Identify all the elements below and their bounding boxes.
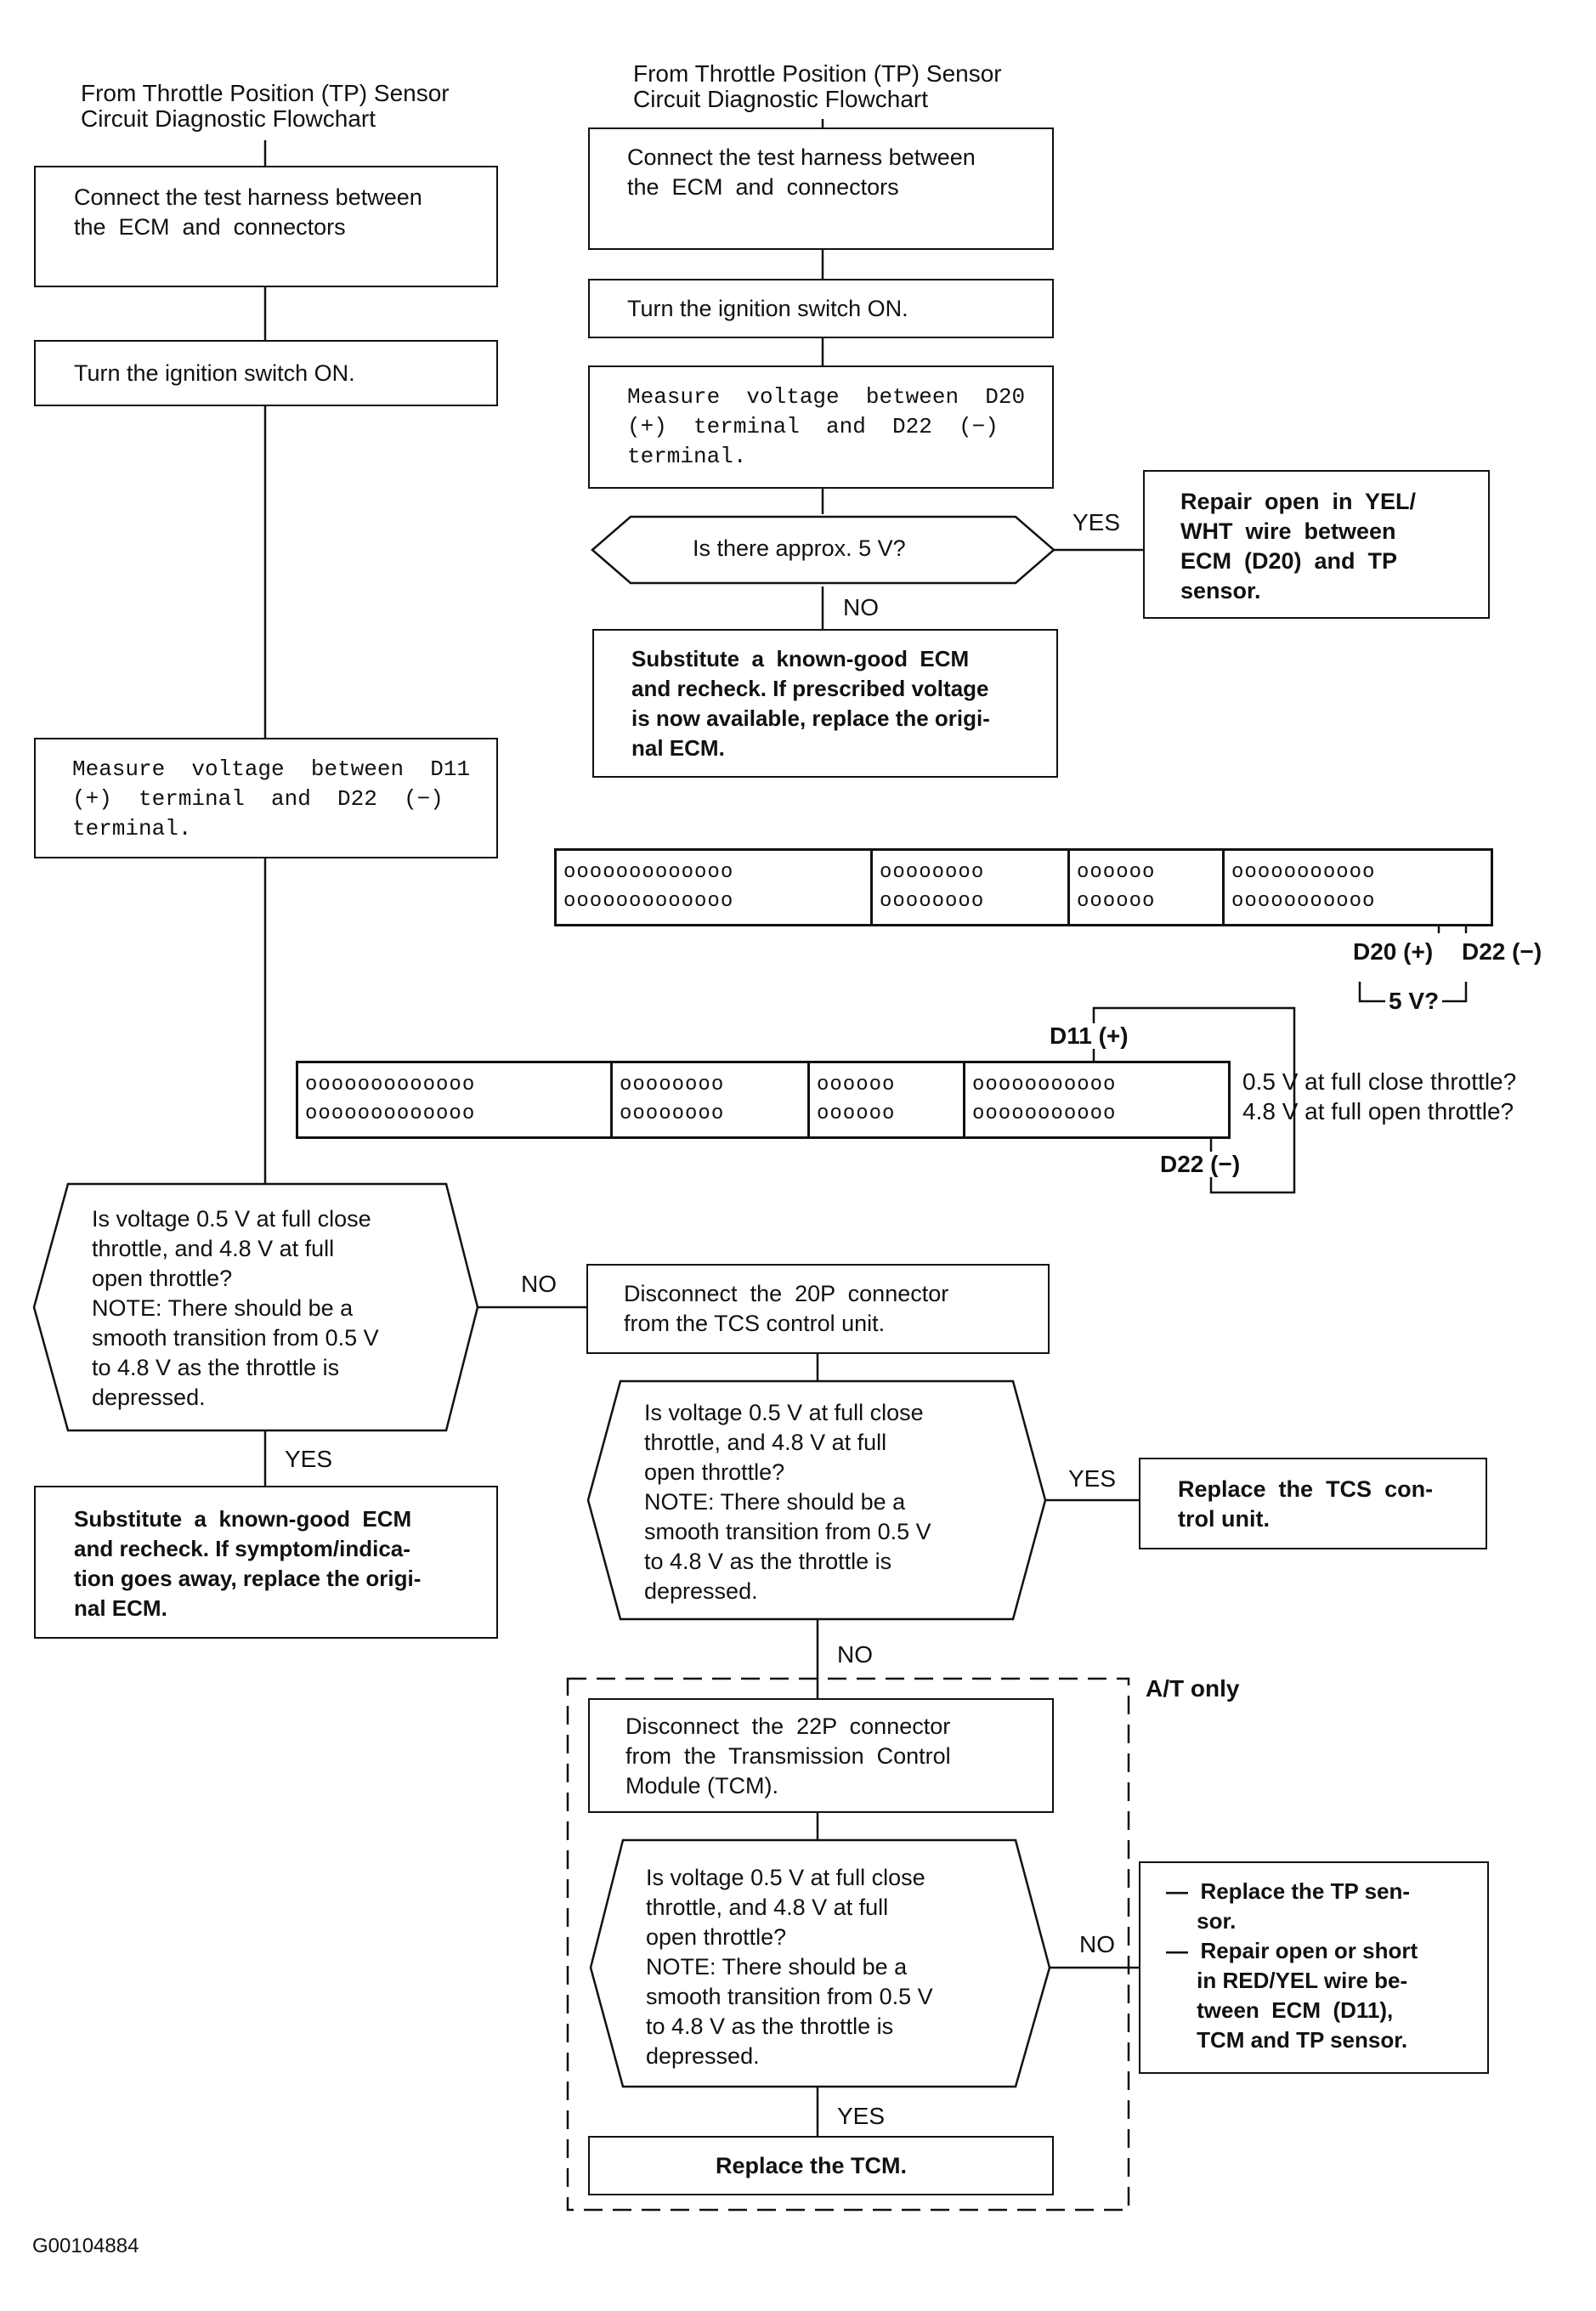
reading-open-label: 4.8 V at full open throttle? (1242, 1098, 1514, 1124)
connector-upper-row-bottom: ooooooooooo (1231, 890, 1376, 913)
connector-lower-segment-4: ooooooooooo ooooooooooo (965, 1063, 1228, 1136)
d22-label-upper: D22 (−) (1462, 938, 1542, 965)
tcs-yes-label: YES (1068, 1465, 1117, 1492)
d22-label-lower: D22 (−) (1157, 1152, 1243, 1177)
five-volt-label: 5 V? (1385, 988, 1443, 1014)
ecm-connector-upper: ooooooooooooo ooooooooooooo oooooooo ooo… (554, 848, 1493, 926)
connector-upper-row-top: ooooooooooo (1231, 861, 1376, 884)
connector-upper-row-bottom: ooooooooooooo (563, 890, 734, 913)
right-source-label: From Throttle Position (TP) Sensor Circu… (633, 60, 1002, 112)
figure-id: G00104884 (32, 2235, 139, 2257)
left-step-connect-text: Connect the test harness between the ECM… (74, 184, 422, 240)
connector-upper-row-bottom: oooooooo (880, 890, 985, 913)
connector-lower-row-bottom: oooooooo (620, 1102, 725, 1125)
reading-close-label: 0.5 V at full close throttle? (1242, 1068, 1517, 1095)
d11-label: D11 (+) (1047, 1023, 1131, 1049)
connector-upper-segment-3: oooooo oooooo (1070, 851, 1225, 924)
at-yes-label: YES (837, 2103, 886, 2129)
tcs-decision-text: Is voltage 0.5 V at full close throttle,… (644, 1400, 931, 1604)
right-step-connect: Connect the test harness between the ECM… (588, 127, 1054, 250)
left-step-ignition-text: Turn the ignition switch ON. (74, 360, 355, 386)
connector-upper-row-bottom: oooooo (1077, 890, 1156, 913)
connector-lower-segment-1: ooooooooooooo ooooooooooooo (298, 1063, 613, 1136)
at-decision-text: Is voltage 0.5 V at full close throttle,… (646, 1865, 933, 2069)
connector-lower-segment-3: oooooo oooooo (810, 1063, 965, 1136)
at-only-region (566, 1677, 1130, 2212)
connector-lower-row-bottom: oooooo (817, 1102, 896, 1125)
right-step-ignition-text: Turn the ignition switch ON. (627, 296, 908, 321)
right-result-repair-open-text: Repair open in YEL/ WHT wire between ECM… (1180, 489, 1417, 603)
left-result-substitute-text: Substitute a known-good ECM and recheck.… (74, 1506, 422, 1621)
right-result-repair-open: Repair open in YEL/ WHT wire between ECM… (1143, 470, 1490, 619)
left-result-substitute: Substitute a known-good ECM and recheck.… (34, 1486, 498, 1639)
ecm-connector-lower: ooooooooooooo ooooooooooooo oooooooo ooo… (296, 1061, 1231, 1139)
right-step-measure: Measure voltage between D20 (+) terminal… (588, 365, 1054, 489)
left-step-measure-text: Measure voltage between D11 (+) terminal… (72, 756, 471, 841)
decision-shape-5v (591, 515, 1056, 585)
at-step-disconnect-text: Disconnect the 22P connector from the Tr… (625, 1713, 951, 1798)
right-step-connect-text: Connect the test harness between the ECM… (627, 144, 976, 200)
tcs-no-label: NO (837, 1641, 873, 1668)
decision-shape-tcm (589, 1838, 1051, 2088)
right-no-label: NO (843, 594, 879, 620)
connector-lower-segment-2: oooooooo oooooooo (613, 1063, 810, 1136)
at-step-disconnect: Disconnect the 22P connector from the Tr… (588, 1698, 1054, 1813)
decision-shape-tcs (586, 1379, 1047, 1621)
tcs-step-disconnect: Disconnect the 20P connector from the TC… (586, 1264, 1050, 1354)
left-yes-label: YES (285, 1446, 333, 1472)
connector-upper-segment-1: ooooooooooooo ooooooooooooo (557, 851, 873, 924)
connector-lower-row-bottom: ooooooooooo (972, 1102, 1117, 1125)
right-step-ignition: Turn the ignition switch ON. (588, 279, 1054, 338)
at-result-tp-item-2: — Repair open or short in RED/YEL wire b… (1166, 1938, 1418, 2053)
right-step-measure-text: Measure voltage between D20 (+) terminal… (627, 384, 1026, 469)
at-result-replace-tcm-text: Replace the TCM. (716, 2153, 908, 2178)
connector-lower-row-top: oooooo (817, 1073, 896, 1096)
connector-upper-segment-2: oooooooo oooooooo (873, 851, 1070, 924)
right-decision-5v-text: Is there approx. 5 V? (693, 535, 906, 561)
at-result-tp-sensor: — Replace the TP sen- sor. — Repair open… (1139, 1861, 1489, 2074)
connector-upper-segment-4: ooooooooooo ooooooooooo (1225, 851, 1491, 924)
connector-upper-row-top: oooooooo (880, 861, 985, 884)
connector-lower-row-bottom: ooooooooooooo (305, 1102, 476, 1125)
right-result-substitute-text: Substitute a known-good ECM and recheck.… (631, 646, 990, 761)
left-step-connect: Connect the test harness between the ECM… (34, 166, 498, 287)
at-only-label: A/T only (1146, 1675, 1240, 1702)
left-source-label: From Throttle Position (TP) Sensor Circu… (81, 80, 450, 132)
connector-lower-row-top: oooooooo (620, 1073, 725, 1096)
tcs-result-replace: Replace the TCS con- trol unit. (1139, 1458, 1487, 1549)
right-result-substitute: Substitute a known-good ECM and recheck.… (592, 629, 1058, 778)
at-no-label: NO (1078, 1931, 1117, 1957)
connector-lower-row-top: ooooooooooooo (305, 1073, 476, 1096)
connector-lower-row-top: ooooooooooo (972, 1073, 1117, 1096)
left-step-ignition: Turn the ignition switch ON. (34, 340, 498, 406)
d20-label: D20 (+) (1353, 938, 1434, 965)
left-step-measure: Measure voltage between D11 (+) terminal… (34, 738, 498, 858)
at-result-replace-tcm: Replace the TCM. (588, 2136, 1054, 2195)
left-no-label: NO (521, 1271, 557, 1297)
connector-upper-row-top: ooooooooooooo (563, 861, 734, 884)
connector-upper-row-top: oooooo (1077, 861, 1156, 884)
at-result-tp-item-1: — Replace the TP sen- sor. (1166, 1878, 1411, 1934)
tcs-step-disconnect-text: Disconnect the 20P connector from the TC… (624, 1281, 949, 1336)
tcs-result-replace-text: Replace the TCS con- trol unit. (1178, 1476, 1434, 1532)
right-yes-label: YES (1072, 509, 1121, 535)
decision-shape-left (32, 1182, 479, 1432)
left-decision-text: Is voltage 0.5 V at full close throttle,… (92, 1206, 379, 1410)
